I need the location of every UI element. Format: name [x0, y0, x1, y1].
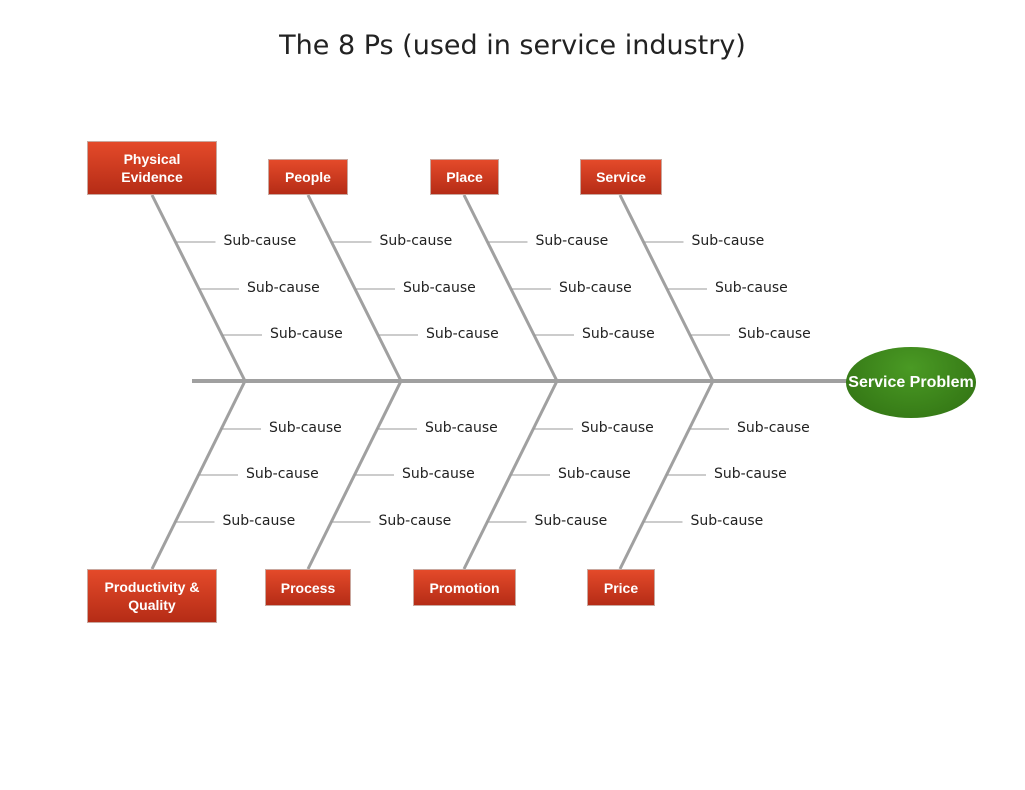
- subcause-label: Sub-cause: [714, 466, 787, 482]
- subcause-label: Sub-cause: [246, 466, 319, 482]
- cause-label: People: [285, 169, 331, 185]
- subcause-label: Sub-cause: [222, 513, 296, 529]
- cause-box: Process: [265, 569, 351, 606]
- subcause-label: Sub-cause: [535, 233, 609, 249]
- subcause-label: Sub-cause: [379, 233, 453, 249]
- cause-box: People: [268, 159, 348, 195]
- cause-label: Price: [603, 579, 639, 596]
- subcause-label: Sub-cause: [534, 513, 608, 529]
- cause-box: Price: [587, 569, 655, 606]
- subcause-label: Sub-cause: [737, 420, 810, 436]
- subcause-label: Sub-cause: [403, 280, 476, 296]
- subcause-label: Sub-cause: [581, 420, 654, 436]
- subcause-label: Sub-cause: [402, 466, 475, 482]
- cause-bone: [306, 194, 403, 382]
- subcause-label: Sub-cause: [270, 326, 343, 342]
- subcause-label: Sub-cause: [269, 420, 342, 436]
- cause-bone: [618, 194, 715, 382]
- cause-box: Physical Evidence: [87, 141, 217, 195]
- subcause-label: Sub-cause: [582, 326, 655, 342]
- cause-box: Place: [430, 159, 499, 195]
- subcause-label: Sub-cause: [559, 280, 632, 296]
- cause-bone: [462, 194, 559, 382]
- subcause-label: Sub-cause: [223, 233, 297, 249]
- subcause-label: Sub-cause: [558, 466, 631, 482]
- subcause-label: Sub-cause: [378, 513, 452, 529]
- subcause-label: Sub-cause: [691, 233, 765, 249]
- cause-bone: [150, 194, 247, 382]
- subcause-label: Sub-cause: [715, 280, 788, 296]
- cause-box: Promotion: [413, 569, 516, 606]
- diagram-title: The 8 Ps (used in service industry): [279, 30, 746, 61]
- subcause-label: Sub-cause: [425, 420, 498, 436]
- subcause-label: Sub-cause: [247, 280, 320, 296]
- effect-label: Service Problem: [848, 373, 974, 391]
- subcause-label: Sub-cause: [738, 326, 811, 342]
- effect-ellipse: Service Problem: [846, 347, 976, 418]
- cause-box: Service: [580, 159, 662, 195]
- subcause-label: Sub-cause: [690, 513, 764, 529]
- cause-box: Productivity & Quality: [87, 569, 217, 623]
- cause-label: Place: [446, 169, 483, 185]
- cause-label: Physical Evidence: [121, 151, 183, 185]
- cause-label: Promotion: [429, 579, 500, 596]
- cause-label: Service: [596, 169, 646, 185]
- cause-label: Process: [280, 579, 336, 596]
- cause-label: Productivity & Quality: [104, 579, 200, 613]
- subcause-label: Sub-cause: [426, 326, 499, 342]
